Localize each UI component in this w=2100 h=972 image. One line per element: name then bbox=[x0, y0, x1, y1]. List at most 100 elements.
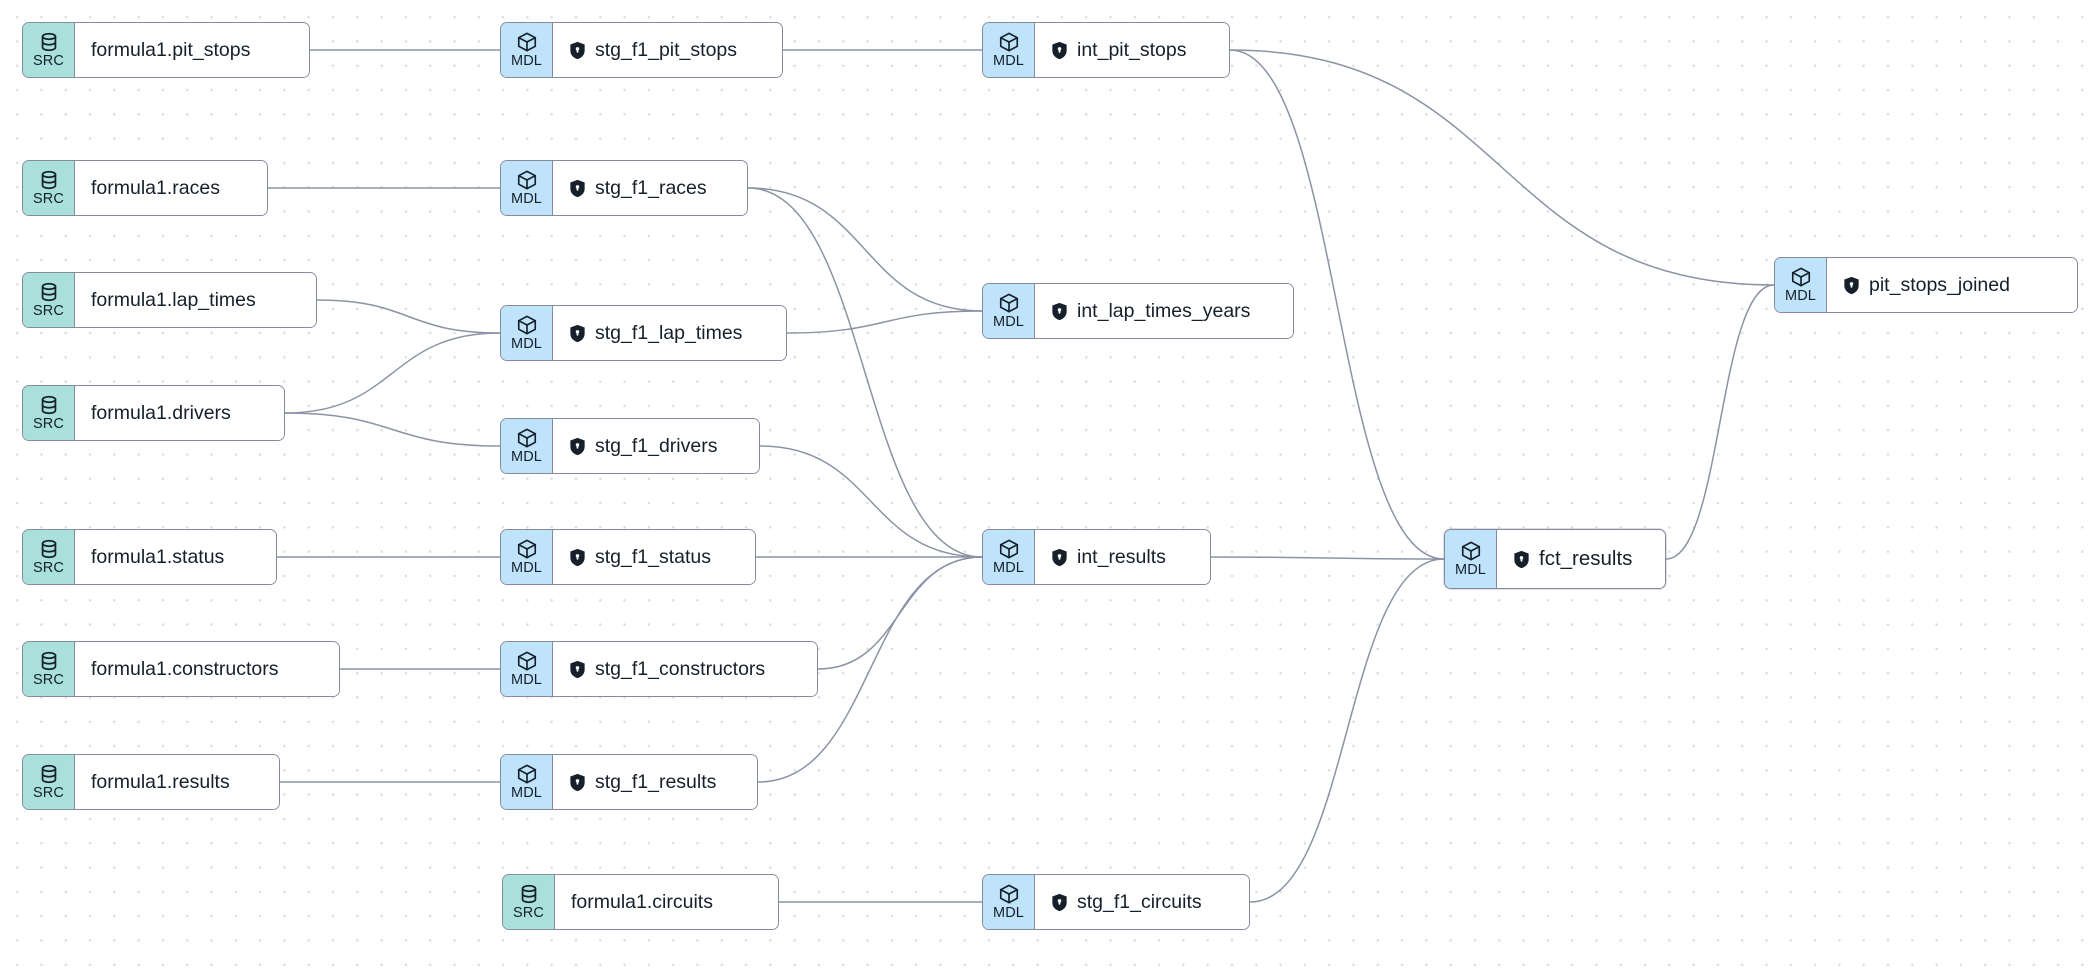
node-body: formula1.drivers bbox=[75, 386, 284, 440]
node-label: formula1.races bbox=[91, 176, 220, 199]
badge-label: MDL bbox=[993, 905, 1024, 921]
node-label: int_lap_times_years bbox=[1077, 299, 1251, 322]
shield-lock-icon bbox=[569, 324, 586, 343]
badge-label: MDL bbox=[511, 336, 542, 352]
node-body: stg_f1_circuits bbox=[1035, 875, 1249, 929]
edge-src_drivers-to-stg_lap_times bbox=[284, 332, 501, 414]
node-body: formula1.results bbox=[75, 755, 279, 809]
shield-lock-icon bbox=[569, 773, 586, 792]
database-cylinder-icon bbox=[38, 31, 60, 53]
badge-label: SRC bbox=[33, 672, 64, 688]
node-label: stg_f1_lap_times bbox=[595, 321, 743, 344]
edge-stg_races-to-int_results bbox=[747, 187, 983, 558]
badge-label: SRC bbox=[33, 560, 64, 576]
badge-label: MDL bbox=[511, 785, 542, 801]
badge-model: MDL bbox=[501, 306, 553, 360]
badge-source: SRC bbox=[503, 875, 555, 929]
badge-label: MDL bbox=[511, 672, 542, 688]
cube-icon bbox=[1460, 540, 1482, 562]
cube-icon bbox=[516, 538, 538, 560]
shield-lock-icon bbox=[1051, 893, 1068, 912]
edge-int_pit_stops-to-pit_stops_joined bbox=[1229, 49, 1775, 286]
cube-icon bbox=[998, 292, 1020, 314]
shield-lock-icon bbox=[569, 548, 586, 567]
node-stg_circuits[interactable]: MDL stg_f1_circuits bbox=[982, 874, 1250, 930]
badge-label: MDL bbox=[993, 314, 1024, 330]
database-cylinder-icon bbox=[38, 538, 60, 560]
edge-stg_lap_times-to-int_lap_times_years bbox=[786, 310, 983, 334]
badge-source: SRC bbox=[23, 530, 75, 584]
shield-lock-icon bbox=[1513, 550, 1530, 569]
node-src_circuits[interactable]: SRC formula1.circuits bbox=[502, 874, 779, 930]
badge-label: MDL bbox=[511, 53, 542, 69]
badge-label: MDL bbox=[993, 560, 1024, 576]
node-stg_pit_stops[interactable]: MDL stg_f1_pit_stops bbox=[500, 22, 783, 78]
badge-model: MDL bbox=[501, 23, 553, 77]
badge-model: MDL bbox=[983, 875, 1035, 929]
shield-lock-icon bbox=[1051, 302, 1068, 321]
cube-icon bbox=[516, 31, 538, 53]
badge-source: SRC bbox=[23, 386, 75, 440]
node-int_lap_times_years[interactable]: MDL int_lap_times_years bbox=[982, 283, 1294, 339]
node-body: int_pit_stops bbox=[1035, 23, 1229, 77]
badge-label: MDL bbox=[511, 449, 542, 465]
badge-model: MDL bbox=[501, 755, 553, 809]
badge-label: SRC bbox=[33, 785, 64, 801]
cube-icon bbox=[516, 763, 538, 785]
node-body: stg_f1_pit_stops bbox=[553, 23, 782, 77]
node-body: stg_f1_drivers bbox=[553, 419, 759, 473]
badge-source: SRC bbox=[23, 273, 75, 327]
cube-icon bbox=[516, 650, 538, 672]
node-fct_results[interactable]: MDL fct_results bbox=[1444, 529, 1666, 589]
database-cylinder-icon bbox=[38, 169, 60, 191]
shield-lock-icon bbox=[569, 179, 586, 198]
node-label: formula1.constructors bbox=[91, 657, 279, 680]
badge-label: MDL bbox=[1455, 562, 1486, 578]
cube-icon bbox=[516, 314, 538, 336]
node-label: formula1.circuits bbox=[571, 890, 713, 913]
badge-model: MDL bbox=[983, 530, 1035, 584]
node-src_constructors[interactable]: SRC formula1.constructors bbox=[22, 641, 340, 697]
node-stg_lap_times[interactable]: MDL stg_f1_lap_times bbox=[500, 305, 787, 361]
database-cylinder-icon bbox=[38, 763, 60, 785]
node-body: stg_f1_lap_times bbox=[553, 306, 786, 360]
node-src_results[interactable]: SRC formula1.results bbox=[22, 754, 280, 810]
badge-source: SRC bbox=[23, 23, 75, 77]
node-body: formula1.lap_times bbox=[75, 273, 316, 327]
shield-lock-icon bbox=[569, 660, 586, 679]
shield-lock-icon bbox=[1051, 41, 1068, 60]
cube-icon bbox=[1790, 266, 1812, 288]
edge-stg_drivers-to-int_results bbox=[759, 445, 983, 558]
badge-model: MDL bbox=[501, 161, 553, 215]
badge-model: MDL bbox=[983, 284, 1035, 338]
shield-lock-icon bbox=[569, 41, 586, 60]
node-src_lap_times[interactable]: SRC formula1.lap_times bbox=[22, 272, 317, 328]
node-label: fct_results bbox=[1539, 547, 1633, 570]
node-body: formula1.status bbox=[75, 530, 276, 584]
node-stg_drivers[interactable]: MDL stg_f1_drivers bbox=[500, 418, 760, 474]
badge-label: SRC bbox=[513, 905, 544, 921]
node-src_status[interactable]: SRC formula1.status bbox=[22, 529, 277, 585]
database-cylinder-icon bbox=[518, 883, 540, 905]
badge-model: MDL bbox=[983, 23, 1035, 77]
database-cylinder-icon bbox=[38, 650, 60, 672]
cube-icon bbox=[516, 427, 538, 449]
node-label: stg_f1_drivers bbox=[595, 434, 718, 457]
database-cylinder-icon bbox=[38, 281, 60, 303]
node-body: formula1.constructors bbox=[75, 642, 339, 696]
shield-lock-icon bbox=[569, 437, 586, 456]
edge-int_results-to-fct_results bbox=[1210, 556, 1445, 560]
badge-label: SRC bbox=[33, 303, 64, 319]
edge-src_lap_times-to-stg_lap_times bbox=[316, 299, 501, 334]
